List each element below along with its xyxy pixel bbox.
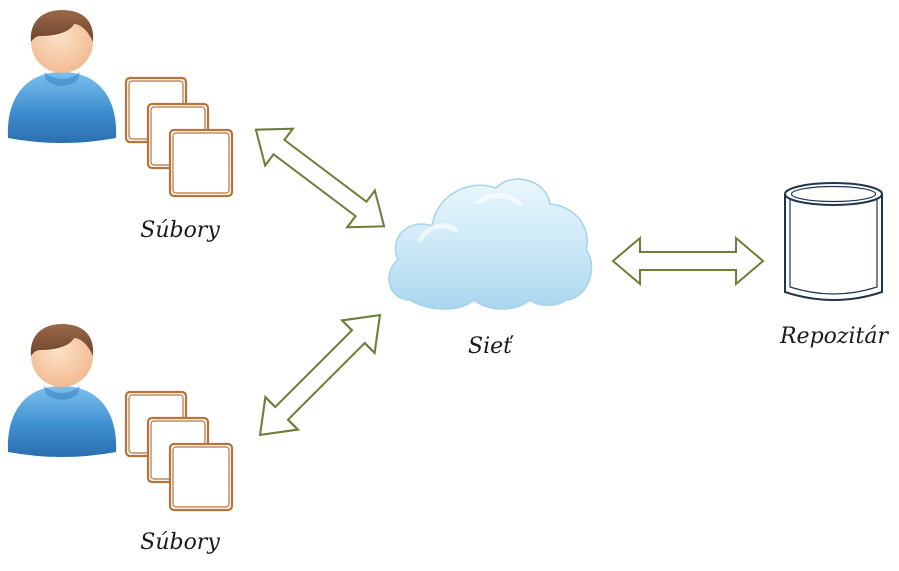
cloud-icon: [388, 178, 593, 310]
files-icon-top: [124, 76, 234, 198]
user-icon-bottom: [7, 324, 117, 457]
files-label-bottom: Súbory: [140, 530, 220, 555]
database-cylinder-icon: [784, 182, 883, 301]
user-icon-top: [7, 10, 117, 143]
double-arrow-icon-right: [612, 237, 764, 285]
files-icon-bottom: [124, 390, 234, 512]
double-arrow-icon-top: [241, 110, 399, 246]
repository-label: Repozitár: [779, 324, 889, 349]
network-label: Sieť: [468, 334, 512, 359]
double-arrow-icon-bottom: [242, 297, 398, 453]
files-label-top: Súbory: [140, 218, 220, 243]
